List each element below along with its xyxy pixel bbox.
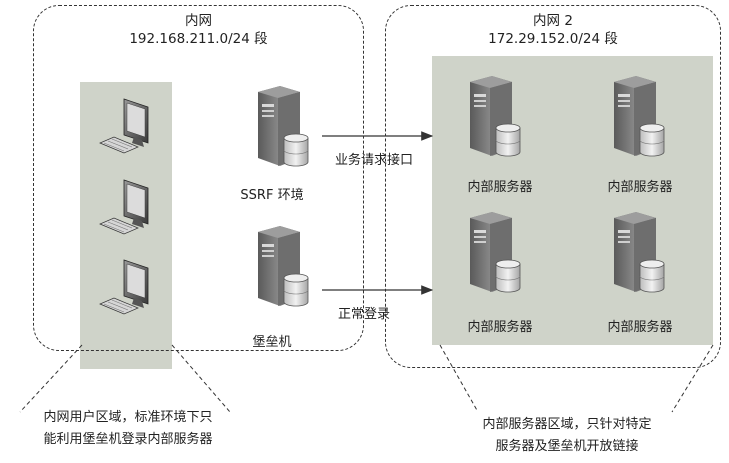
note-line: 内网用户区域，标准环境下只 — [43, 410, 213, 425]
workstation-icon — [99, 259, 149, 315]
user-zone-note: 内网用户区域，标准环境下只 能利用堡垒机登录内部服务器 — [13, 407, 243, 451]
intranet-2-zone-title: 内网 2 172.29.152.0/24 段 — [385, 12, 721, 48]
internal-server-label: 内部服务器 — [607, 180, 673, 195]
bastion-host-label: 堡垒机 — [252, 335, 292, 350]
zone-title-name: 内网 2 — [533, 13, 573, 29]
business-request-label: 业务请求接口 — [334, 153, 413, 168]
zone-title-subnet: 192.168.211.0/24 段 — [129, 31, 268, 47]
server-zone-note: 内部服务器区域，只针对特定 服务器及堡垒机开放链接 — [452, 414, 682, 458]
user-note-leader-left — [19, 344, 83, 413]
intranet-zone-title: 内网 192.168.211.0/24 段 — [33, 12, 364, 48]
normal-login-label: 正常登录 — [337, 307, 390, 322]
zone-title-subnet: 172.29.152.0/24 段 — [488, 31, 618, 47]
intranet-zone — [33, 5, 364, 351]
user-note-leader-right — [171, 344, 231, 413]
zone-title-name: 内网 — [185, 13, 212, 29]
internal-server-label: 内部服务器 — [467, 320, 533, 335]
note-line: 内部服务器区域，只针对特定 — [482, 417, 652, 432]
internal-server-icon — [613, 211, 665, 293]
note-line: 能利用堡垒机登录内部服务器 — [43, 432, 213, 447]
internal-server-label: 内部服务器 — [607, 320, 673, 335]
server-note-leader-left — [439, 344, 479, 413]
workstation-icon — [99, 98, 149, 154]
note-line: 服务器及堡垒机开放链接 — [495, 439, 639, 454]
ssrf-server-icon — [257, 85, 309, 167]
bastion-server-icon — [257, 225, 309, 307]
internal-server-label: 内部服务器 — [467, 180, 533, 195]
server-note-leader-right — [671, 344, 714, 413]
workstation-icon — [99, 179, 149, 235]
intranet-2-zone — [385, 5, 721, 368]
ssrf-environment-label: SSRF 环境 — [240, 188, 304, 203]
internal-server-icon — [469, 75, 521, 157]
internal-server-icon — [613, 75, 665, 157]
internal-server-icon — [469, 211, 521, 293]
